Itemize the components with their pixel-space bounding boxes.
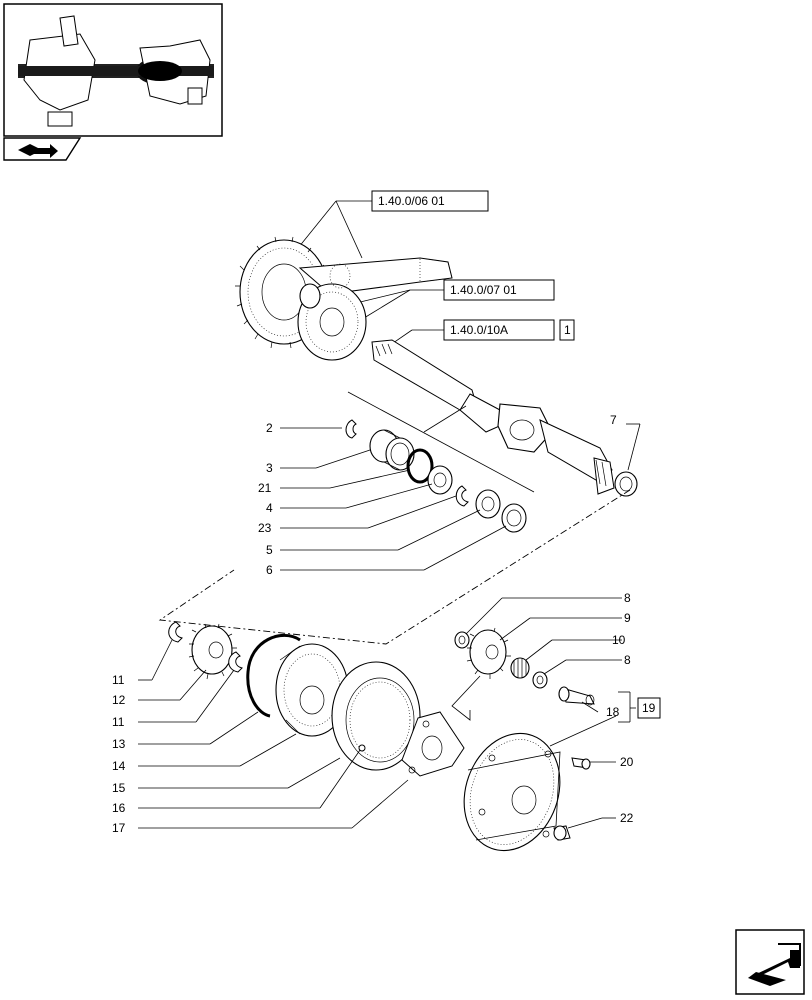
book-arrow-button[interactable]: [3, 137, 82, 161]
callout-14: 14: [112, 759, 126, 773]
callout-11-a: 11: [112, 673, 125, 687]
callout-5: 5: [266, 543, 273, 557]
part-20-bolt[interactable]: [571, 757, 591, 770]
next-page-arrow-icon: [748, 943, 801, 986]
callout-8-a: 8: [624, 591, 631, 605]
callout-2: 2: [266, 421, 273, 435]
part-8-washer-b[interactable]: [532, 671, 548, 689]
part-15-ring-gear[interactable]: [331, 661, 421, 771]
ref-c-label: 1.40.0/10A: [450, 323, 508, 337]
part-9-planet-gear[interactable]: [466, 627, 511, 679]
callout-23: 23: [258, 521, 272, 535]
callout-8-b: 8: [624, 653, 631, 667]
ref-kit-label: 19: [642, 701, 656, 715]
axle-thumbnail-frame: [3, 3, 223, 137]
callout-6: 6: [266, 563, 273, 577]
part-10-needle-bearing[interactable]: [510, 657, 530, 679]
part-7-seal[interactable]: [614, 471, 638, 497]
part-21-o-ring[interactable]: [406, 448, 434, 484]
callout-16: 16: [112, 801, 126, 815]
next-page-button[interactable]: [735, 929, 805, 995]
ref-box-a[interactable]: 1.40.0/06 01: [371, 190, 489, 212]
callout-9: 9: [624, 611, 631, 625]
ref-box-kit[interactable]: 19: [637, 697, 661, 719]
part-23-circlip[interactable]: [455, 485, 469, 507]
part-11-circlip-a[interactable]: [168, 621, 183, 643]
ref-box-c[interactable]: 1.40.0/10A: [443, 319, 555, 341]
part-13-snap-ring[interactable]: [246, 634, 301, 718]
callout-11-b: 11: [112, 715, 125, 729]
part-17-plate[interactable]: [401, 711, 465, 777]
callout-20: 20: [620, 755, 634, 769]
axle-assembly-thumbnail-icon: [18, 15, 214, 127]
callout-3: 3: [266, 461, 273, 475]
callout-21: 21: [258, 481, 272, 495]
part-8-washer-a[interactable]: [454, 631, 470, 649]
part-12-planet-gear[interactable]: [188, 623, 237, 680]
part-11-circlip-b[interactable]: [228, 651, 243, 673]
ring-gear-and-differential: [235, 236, 453, 361]
callout-17: 17: [112, 821, 126, 835]
callout-22: 22: [620, 811, 634, 825]
callout-13: 13: [112, 737, 126, 751]
callout-18: 18: [606, 705, 620, 719]
callout-12: 12: [112, 693, 126, 707]
part-22-plug[interactable]: [553, 825, 571, 841]
hub-flange: [463, 732, 561, 852]
axle-shaft: [371, 339, 615, 495]
part-5-spacer[interactable]: [475, 489, 501, 519]
ref-box-b[interactable]: 1.40.0/07 01: [443, 279, 555, 301]
ref-b-label: 1.40.0/07 01: [450, 283, 517, 297]
part-18-pin[interactable]: [558, 686, 595, 706]
ref-box-c-index[interactable]: 1: [559, 319, 575, 341]
callout-10: 10: [612, 633, 626, 647]
part-6-seal[interactable]: [501, 503, 527, 533]
ref-a-label: 1.40.0/06 01: [378, 194, 445, 208]
callout-15: 15: [112, 781, 126, 795]
book-arrow-icon: [18, 144, 58, 158]
ref-c-index-label: 1: [564, 323, 571, 337]
callout-4: 4: [266, 501, 273, 515]
callout-7: 7: [610, 413, 617, 427]
part-16-pin[interactable]: [358, 744, 366, 752]
part-4-bearing[interactable]: [427, 465, 453, 495]
part-2-circlip[interactable]: [345, 419, 357, 439]
